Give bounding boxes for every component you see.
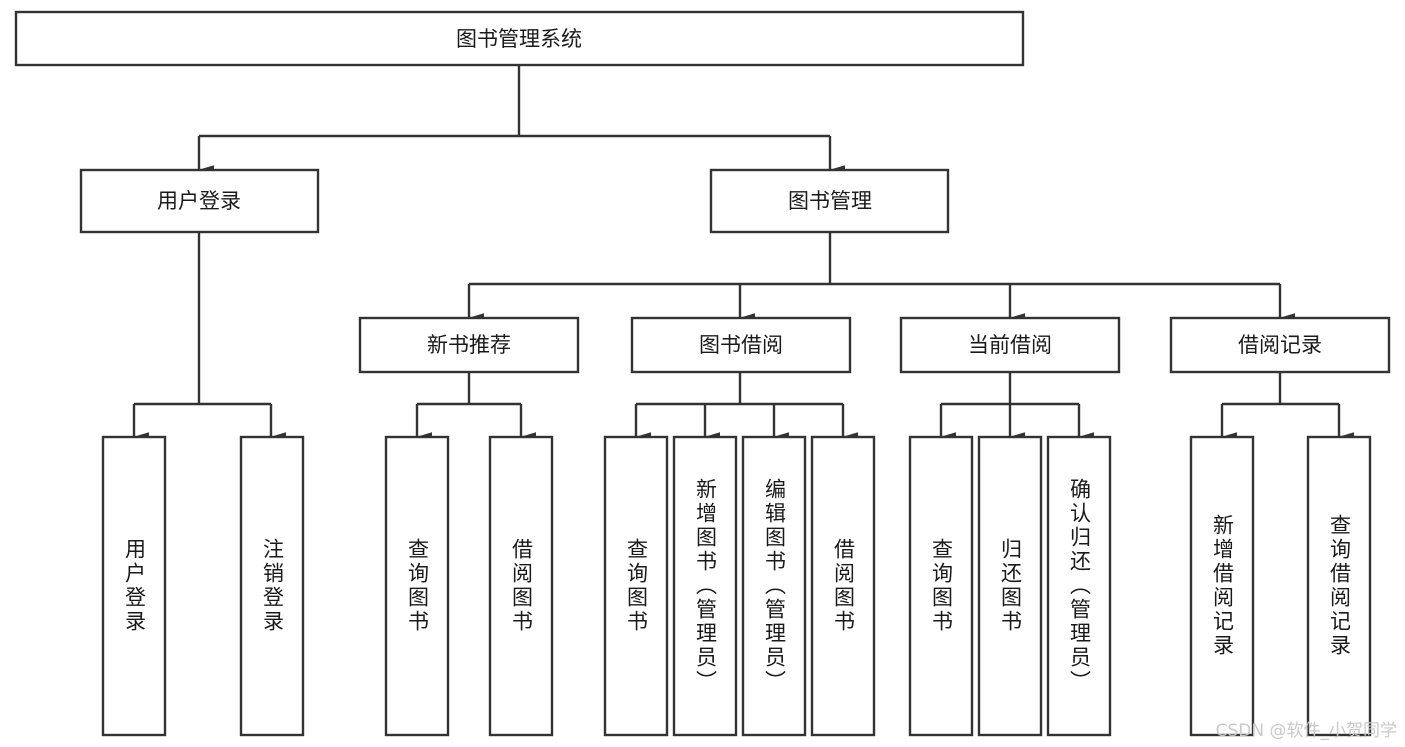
node-root[interactable] — [14, 10, 1025, 67]
connector-userlogin-to-leaves — [132, 232, 286, 442]
connector-newbook-to-leaves — [415, 372, 536, 442]
node-book-management[interactable] — [709, 168, 950, 234]
node-user-login-label: 用户登录 — [157, 189, 241, 213]
leaf-box-edit-book-admin[interactable] — [741, 435, 807, 737]
leaf-box-add-record[interactable] — [1189, 435, 1255, 737]
leaf-box-add-book-admin[interactable] — [672, 435, 738, 737]
node-book-borrow-label: 图书借阅 — [699, 333, 783, 357]
leaf-box-query-book-nb[interactable] — [384, 435, 450, 737]
node-current-borrow-label: 当前借阅 — [968, 333, 1052, 357]
node-root-label: 图书管理系统 — [456, 27, 582, 51]
leaf-box-user-login[interactable] — [101, 435, 167, 737]
node-book-management-label: 图书管理 — [788, 189, 872, 213]
connector-root-to-level2 — [197, 65, 845, 175]
leaf-box-query-book-bb[interactable] — [603, 435, 669, 737]
connector-records-to-leaves — [1220, 372, 1354, 442]
node-current-borrow[interactable] — [899, 316, 1121, 374]
leaf-box-borrow-book-bb[interactable] — [810, 435, 876, 737]
leaf-box-query-record[interactable] — [1306, 435, 1372, 737]
leaf-box-borrow-book-nb[interactable] — [488, 435, 554, 737]
leaf-box-query-book-cb[interactable] — [908, 435, 974, 737]
connector-bookmgmt-to-level3 — [467, 232, 1295, 323]
node-borrow-records-label: 借阅记录 — [1238, 333, 1322, 357]
connector-borrow-to-leaves — [634, 372, 858, 442]
node-user-login[interactable] — [79, 168, 320, 234]
leaf-box-return-book[interactable] — [977, 435, 1043, 737]
leaf-box-logout[interactable] — [239, 435, 305, 737]
connector-current-to-leaves — [939, 372, 1094, 442]
node-new-book-recommend[interactable] — [358, 316, 580, 374]
leaf-box-confirm-return-admin[interactable] — [1046, 435, 1112, 737]
node-book-borrow[interactable] — [630, 316, 852, 374]
watermark-text: CSDN @软件_小贺同学 — [1215, 721, 1397, 741]
node-new-book-recommend-label: 新书推荐 — [427, 333, 511, 357]
node-borrow-records[interactable] — [1169, 316, 1391, 374]
